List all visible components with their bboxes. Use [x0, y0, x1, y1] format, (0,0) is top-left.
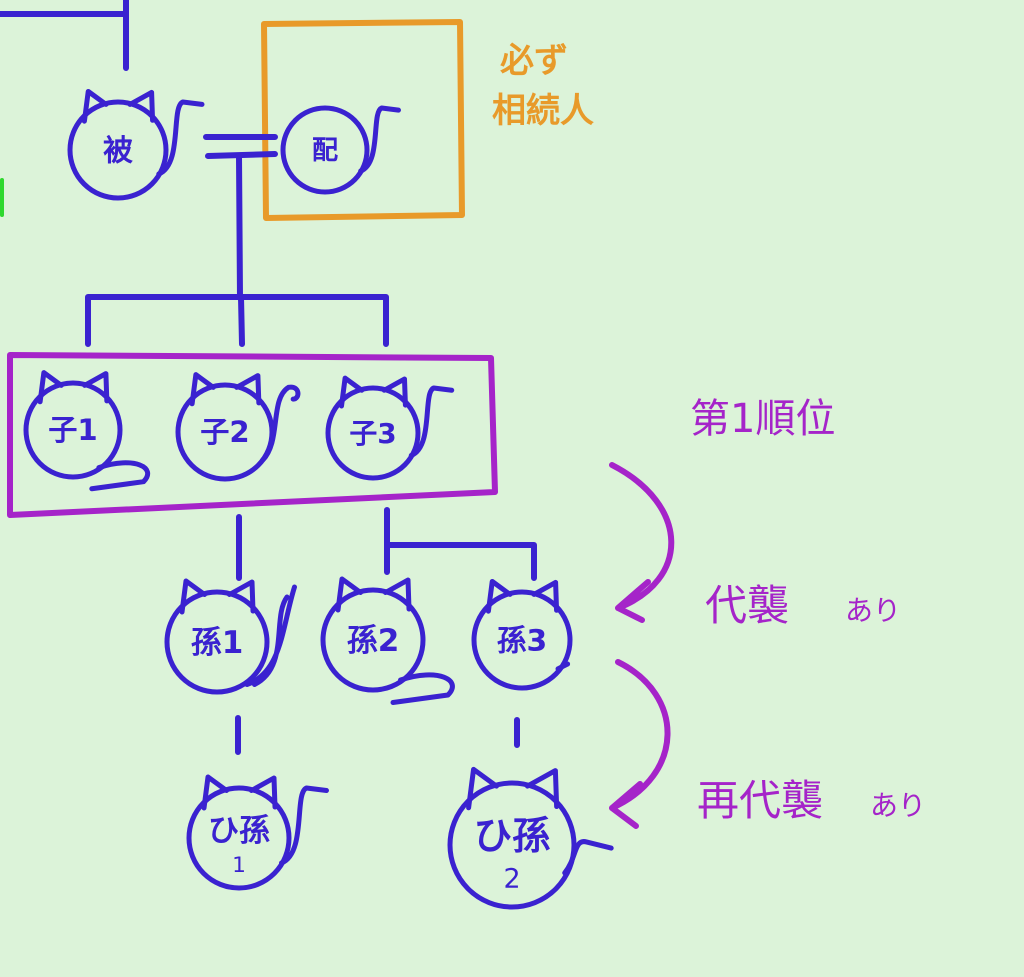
cat-face-icon	[175, 372, 301, 482]
node-label: ひ孫	[208, 813, 270, 849]
spouse-note-line2: 相続人	[492, 91, 594, 131]
node-label: 子1	[48, 413, 97, 447]
substitution-arrow-icon	[609, 462, 675, 623]
node-grandchild1: 孫1	[164, 578, 297, 695]
great-grandchildren-branch-line	[235, 715, 520, 755]
cat-face-icon	[325, 375, 455, 481]
node-spouse: 配	[280, 105, 401, 195]
descent-line	[236, 153, 243, 301]
re-substitution-suffix: あり	[870, 789, 926, 822]
node-grandchild2: 孫2	[320, 576, 455, 705]
node-label: 子3	[349, 417, 396, 450]
node-label: 配	[312, 136, 338, 166]
cat-face-icon	[471, 578, 573, 691]
node-great-grandchild2: ひ孫 2	[447, 766, 614, 910]
first-rank-label: 第1順位	[690, 396, 835, 442]
cat-face-icon	[67, 88, 205, 201]
node-child3: 子3	[325, 375, 455, 481]
node-label: 孫2	[347, 623, 400, 659]
spouse-note-line1: 必ず	[500, 41, 568, 81]
node-child2: 子2	[175, 372, 301, 482]
cat-face-icon	[23, 370, 151, 492]
node-sub-label: 1	[232, 853, 246, 878]
re-substitution-arrow-icon	[609, 659, 671, 829]
cat-face-icon	[320, 576, 455, 705]
node-label: 被	[103, 133, 133, 168]
node-child1: 子1	[23, 370, 151, 492]
parent-connector-line	[0, 0, 129, 71]
first-rank-heir-box	[7, 352, 498, 518]
substitution-label: 代襲	[705, 581, 789, 630]
node-label: 子2	[200, 415, 249, 449]
substitution-suffix: あり	[845, 594, 901, 627]
cat-face-icon	[164, 578, 297, 695]
node-grandchild3: 孫3	[471, 578, 573, 691]
node-label: ひ孫	[474, 814, 551, 859]
node-label: 孫1	[191, 625, 244, 661]
node-sub-label: 2	[503, 863, 520, 894]
grandchildren-branch-line	[236, 507, 537, 581]
cat-face-icon	[280, 105, 401, 195]
cat-face-icon	[447, 766, 614, 910]
children-branch-line	[85, 294, 389, 347]
node-label: 孫3	[497, 623, 547, 658]
cat-face-icon	[186, 774, 329, 891]
node-deceased: 被	[67, 88, 205, 201]
re-substitution-label: 再代襲	[697, 776, 823, 825]
node-great-grandchild1: ひ孫 1	[186, 774, 329, 891]
